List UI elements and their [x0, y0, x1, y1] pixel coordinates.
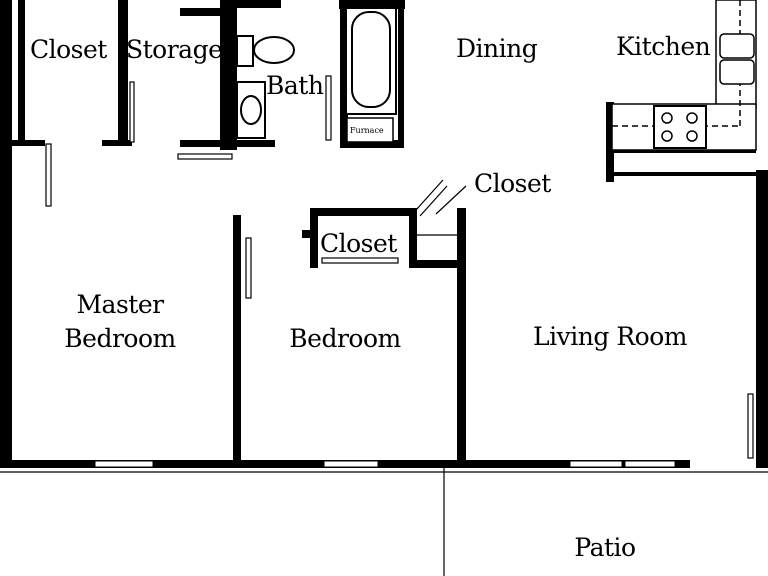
wall-master-bedroom — [233, 215, 241, 465]
label-closet-left: Closet — [30, 35, 107, 64]
door-hall-closet-a — [415, 179, 444, 211]
kitchen-fixtures — [606, 0, 757, 176]
wall-closet-east-b — [409, 208, 417, 268]
label-dining: Dining — [456, 34, 538, 63]
toilet-tank — [236, 35, 254, 67]
door-bedroom — [245, 237, 252, 299]
wall-storage-bath — [220, 0, 229, 150]
label-closet-bedroom: Closet — [320, 229, 397, 258]
door-bath — [325, 75, 332, 141]
label-living-room: Living Room — [533, 322, 687, 351]
west-wall — [0, 0, 12, 468]
bathtub-basin-icon — [351, 11, 391, 108]
label-storage: Storage — [126, 35, 223, 64]
burner-icon — [686, 112, 698, 124]
burner-icon — [686, 130, 698, 142]
label-master-line1: Master — [76, 290, 164, 319]
interior-walls — [18, 0, 756, 465]
label-bath: Bath — [266, 71, 324, 100]
south-windows — [94, 460, 676, 468]
sink-right-icon — [719, 59, 755, 85]
wall-closet-hall-base — [409, 260, 465, 268]
east-wall — [756, 170, 768, 468]
wall-kitchen-counter — [606, 102, 614, 182]
door-storage — [177, 153, 233, 160]
toilet-bowl-icon — [253, 36, 295, 64]
sink-left-icon — [719, 33, 755, 59]
burner-icon — [661, 112, 673, 124]
label-patio: Patio — [574, 533, 636, 562]
furnace-box — [346, 117, 394, 143]
patio-outline — [0, 468, 768, 576]
label-furnace: Furnace — [350, 126, 384, 135]
door-hall-closet-b — [419, 185, 448, 217]
burner-icon — [661, 130, 673, 142]
door-living-east — [747, 393, 754, 459]
wall-closet-storage — [118, 0, 128, 142]
label-closet-hall: Closet — [474, 169, 551, 198]
wall-bath-south — [180, 140, 275, 147]
stove — [653, 105, 707, 149]
door-closet — [129, 81, 135, 143]
wall-tub-south — [340, 140, 404, 148]
bath-fixtures — [236, 0, 405, 143]
wall-tub-east — [398, 0, 404, 148]
label-master-line2: Bedroom — [64, 324, 176, 353]
wall-closet-west — [18, 0, 25, 144]
sink-icon — [240, 95, 262, 125]
wall-bath-west — [228, 0, 237, 150]
wall-closet-north — [310, 208, 416, 216]
hall-closet — [417, 185, 467, 236]
label-bedroom: Bedroom — [289, 324, 401, 353]
wall-bedroom-living — [457, 208, 466, 465]
door-bedroom-closet — [321, 257, 399, 264]
label-kitchen: Kitchen — [616, 32, 711, 61]
wall-bath-east — [340, 0, 348, 148]
door-master — [45, 143, 52, 207]
doors — [45, 75, 754, 459]
wall-bath-top — [237, 0, 281, 8]
wall-closet-base — [102, 140, 132, 146]
wall-storage-top — [180, 8, 228, 16]
wall-closet-stub — [302, 230, 318, 238]
